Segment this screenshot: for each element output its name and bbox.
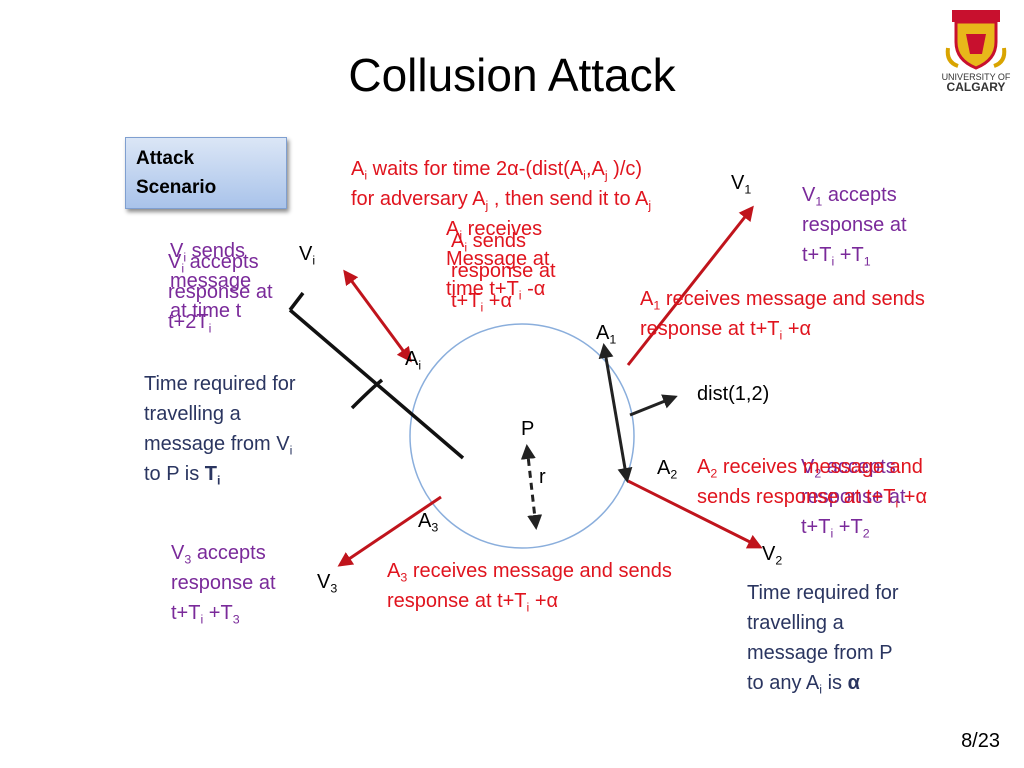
node-label-v2: V2 [762,543,783,568]
node-label-a3: A3 [418,510,439,535]
ai-sends-text: Ai sends response at t+Ti +α [451,226,556,316]
ai-sends-line3: t+Ti +α [451,290,513,315]
time-vi-line3: message from Vi [144,433,293,458]
v2-accepts-text: V2 accepts response at t+Ti +T2 [801,452,906,542]
vi-sends-line3: at time t [170,300,242,322]
vi-accepts-line3: t+2Ti [168,311,212,336]
arrow-dist [629,394,678,417]
ai-wait-line2: for adversary Aj , then send it to Aj [351,188,652,213]
a3-receives-text: A3 receives message and sends response a… [387,556,672,616]
time-a-line2: travelling a [747,612,844,634]
arrow-a3-v3 [337,495,442,567]
arrow-a1-v1 [626,205,754,366]
ai-sends-line2: response at [451,260,556,282]
radius-label: r [539,466,546,488]
vi-sends-line2: message [170,270,252,292]
logo-text-line2: CALGARY [947,80,1006,93]
node-label-vi: Vi [299,243,316,268]
vi-accepts-text: Vi accepts response at t+2Ti [168,247,273,337]
time-a-text: Time required for travelling a message f… [747,578,899,698]
v1-accepts-line3: t+Ti +T1 [802,244,871,269]
ai-receives-line2: Message at [446,248,550,270]
v2-accepts-line1: V2 accepts [801,456,896,481]
v2-accepts-line3: t+Ti +T2 [801,516,870,541]
time-vi-line2: travelling a [144,403,241,425]
v3-accepts-line1: V3 accepts [171,542,266,567]
a2-receives-line1: A2 receives message and [697,456,923,481]
time-vi-line4: to P is Ti [144,463,221,488]
ai-wait-line1: Ai waits for time 2α-(dist(Ai,Aj )/c) [351,158,643,183]
v3-accepts-line3: t+Ti +T3 [171,602,240,627]
arrow-vi-ai [343,269,412,363]
node-label-v3: V3 [317,571,338,596]
attack-scenario-box: Attack Scenario [125,137,287,209]
node-label-v1: V1 [731,172,752,197]
logo-emblem [966,34,986,54]
ai-receives-line3: time t+Ti -α [446,278,546,303]
dist-label: dist(1,2) [697,383,770,405]
node-label-a1: A1 [596,322,617,347]
brace-line [288,291,465,460]
ai-receives-text: Aj receives Message at time t+Ti -α [446,214,549,304]
time-a-line4: to any Ai is α [747,672,860,697]
logo-supporters [945,47,1007,68]
ai-wait-text: Ai waits for time 2α-(dist(Ai,Aj )/c) fo… [351,154,651,214]
v3-accepts-text: V3 accepts response at t+Ti +T3 [171,538,276,628]
range-circle [409,323,635,549]
node-label-p: P [521,418,535,440]
arrow-a1-a2 [598,343,633,483]
arrow-a2-v2 [627,479,763,549]
v1-accepts-line1: V1 accepts [802,184,897,209]
v3-accepts-line2: response at [171,572,276,594]
ai-receives-line1: Aj receives [446,218,543,243]
slide-title: Collusion Attack [348,49,676,101]
time-a-line3: message from P [747,642,893,664]
brace-tick [350,378,384,410]
time-vi-text: Time required for travelling a message f… [144,369,296,489]
v2-accepts-line2: response at [801,486,906,508]
vi-sends-line1: Vi sends [170,240,246,265]
logo-text-line1: UNIVERSITY OF [942,72,1011,82]
time-a-line1: Time required for [747,582,899,604]
vi-accepts-line1: Vi accepts [168,251,259,276]
a1-receives-line2: response at t+Ti +α [640,318,812,343]
node-label-a2: A2 [657,457,678,482]
a2-receives-line2: sends response at t+Ti +α [697,486,928,511]
a2-receives-text: A2 receives message and sends response a… [697,452,927,512]
vi-sends-text: Vi sends message at time t [170,236,251,326]
v1-accepts-text: V1 accepts response at t+Ti +T1 [802,180,907,270]
page-number: 8/23 [961,730,1000,752]
arrow-radius [520,444,543,530]
v1-accepts-line2: response at [802,214,907,236]
a1-receives-text: A1 receives message and sends response a… [640,284,925,344]
vi-accepts-line2: response at [168,281,273,303]
node-label-ai: Ai [405,348,422,373]
a3-receives-line2: response at t+Ti +α [387,590,559,615]
a1-receives-line1: A1 receives message and sends [640,288,925,313]
a3-receives-line1: A3 receives message and sends [387,560,672,585]
logo-crest-top [952,10,1000,22]
university-logo: UNIVERSITY OF CALGARY [942,10,1011,93]
ai-sends-line1: Ai sends [451,230,527,255]
time-vi-line1: Time required for [144,373,296,395]
